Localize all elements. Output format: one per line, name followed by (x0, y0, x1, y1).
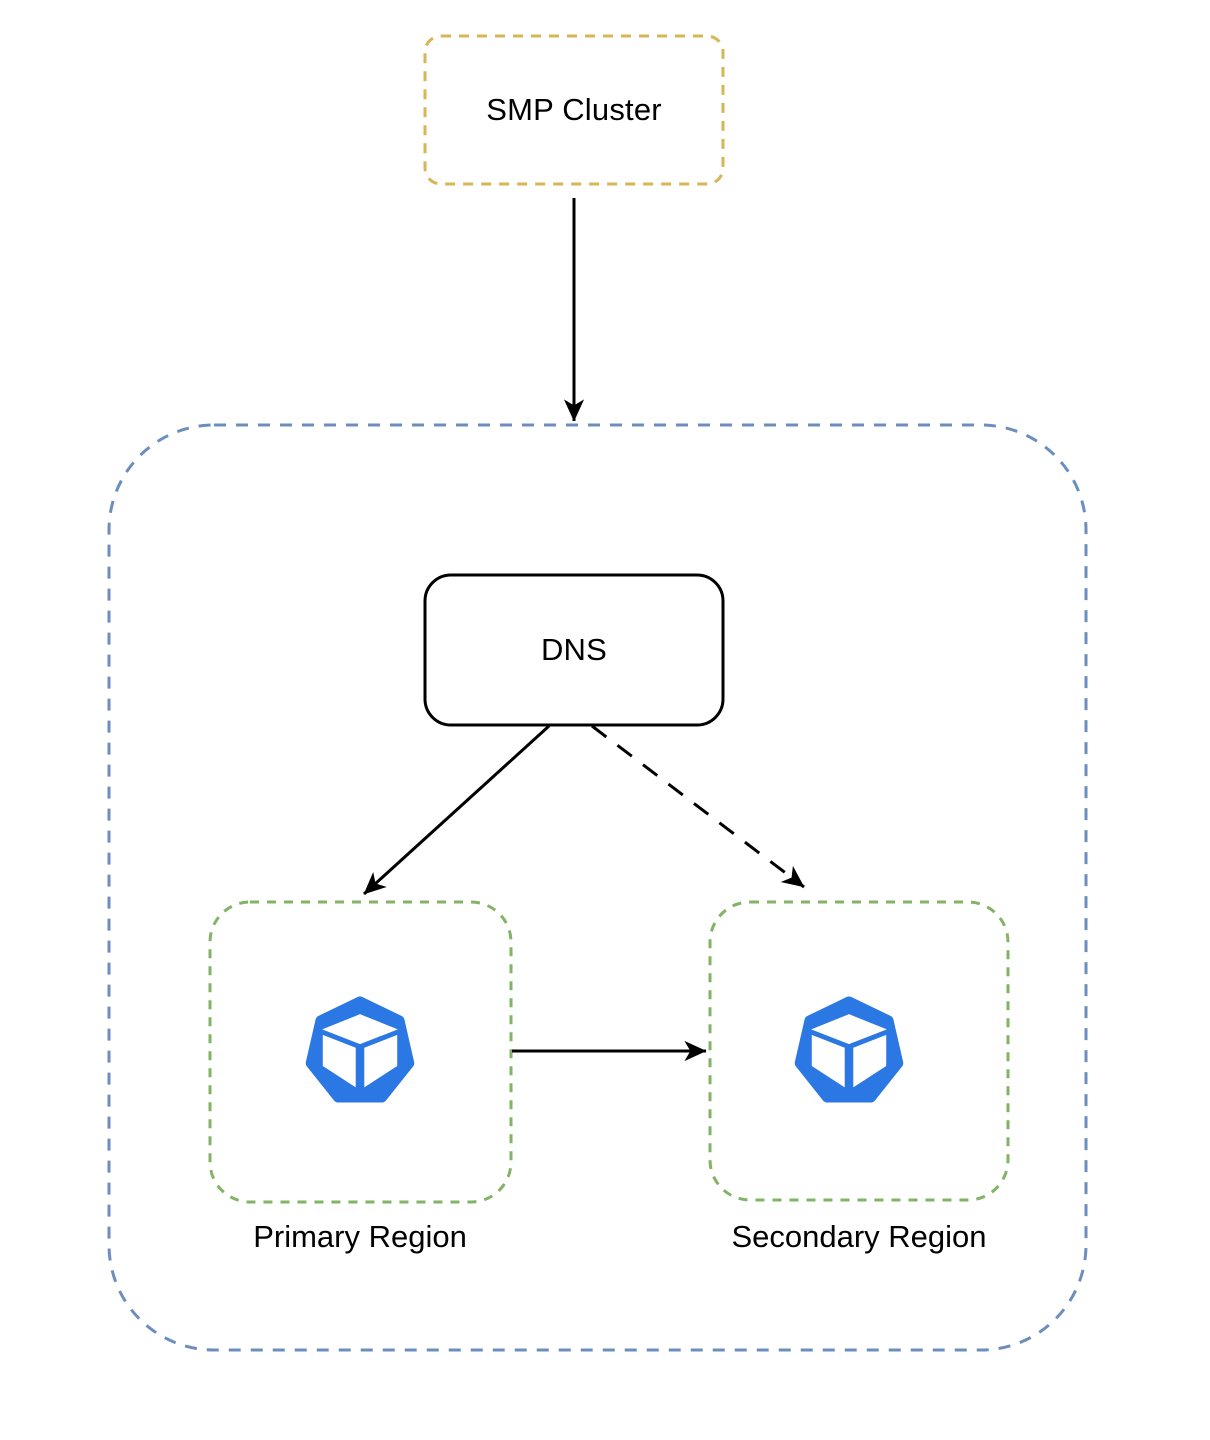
cube-right-face (853, 1034, 887, 1088)
cluster-cube-icon (305, 996, 415, 1103)
cube-left-face (322, 1034, 356, 1088)
smp-cluster-box (423, 34, 725, 186)
heptagon-outline (794, 996, 904, 1103)
edge-dns-to-primary (362, 724, 551, 896)
dns-label: DNS (540, 632, 608, 668)
primary-region-label: Primary Region (253, 1219, 467, 1254)
cube-top-face (322, 1014, 398, 1045)
heptagon-outline (305, 996, 415, 1103)
cube-right-face (364, 1034, 398, 1088)
dns-box (423, 573, 725, 727)
regions-container-box (107, 423, 1088, 1352)
secondary-region-label: Secondary Region (731, 1219, 987, 1254)
cluster-cube-icon (794, 996, 904, 1103)
edge-dns-to-secondary (591, 724, 805, 889)
smp-cluster-label: SMP Cluster (486, 92, 662, 128)
cube-top-face (811, 1014, 887, 1045)
cube-left-face (811, 1034, 845, 1088)
